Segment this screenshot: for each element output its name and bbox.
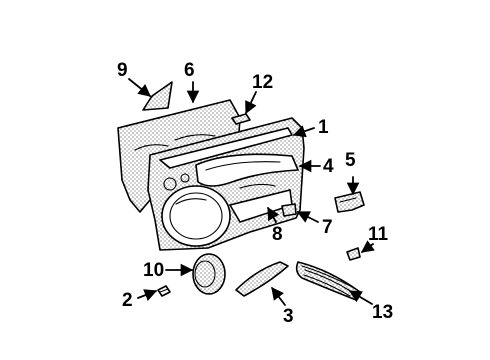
callout-1: 1 [318, 117, 329, 138]
door-trim-panel [147, 117, 305, 251]
part-9-triangle-trim [142, 81, 173, 111]
leader-1 [292, 125, 315, 138]
leader-7 [296, 211, 319, 223]
part-2-screw [157, 285, 171, 297]
callout-13: 13 [372, 302, 393, 323]
callout-6: 6 [184, 60, 195, 81]
leader-11 [360, 240, 375, 253]
part-7-switch [281, 203, 297, 217]
callout-3: 3 [283, 306, 294, 327]
part-11-plug [346, 247, 361, 261]
callouts: 9 6 12 1 4 5 7 8 11 10 2 3 13 [117, 60, 393, 327]
callout-9: 9 [117, 60, 128, 81]
part-12-clip [231, 113, 251, 125]
leader-8 [267, 206, 280, 223]
callout-11: 11 [368, 224, 389, 245]
leader-2 [137, 289, 158, 301]
callout-5: 5 [345, 150, 356, 171]
part-3-armrest-pad [235, 261, 289, 297]
leader-3 [271, 286, 286, 306]
callout-7: 7 [322, 217, 333, 238]
part-5-handle [334, 191, 365, 213]
leader-lines [128, 78, 375, 306]
part-10-speaker-grille [192, 253, 226, 295]
leader-12 [245, 91, 257, 115]
callout-12: 12 [252, 72, 273, 93]
callout-2: 2 [122, 290, 133, 311]
part-13-pocket-grille [295, 261, 361, 301]
callout-4: 4 [323, 156, 334, 177]
leader-13 [348, 290, 373, 305]
callout-10: 10 [143, 260, 164, 281]
callout-8: 8 [272, 224, 283, 245]
leader-9 [128, 78, 151, 97]
